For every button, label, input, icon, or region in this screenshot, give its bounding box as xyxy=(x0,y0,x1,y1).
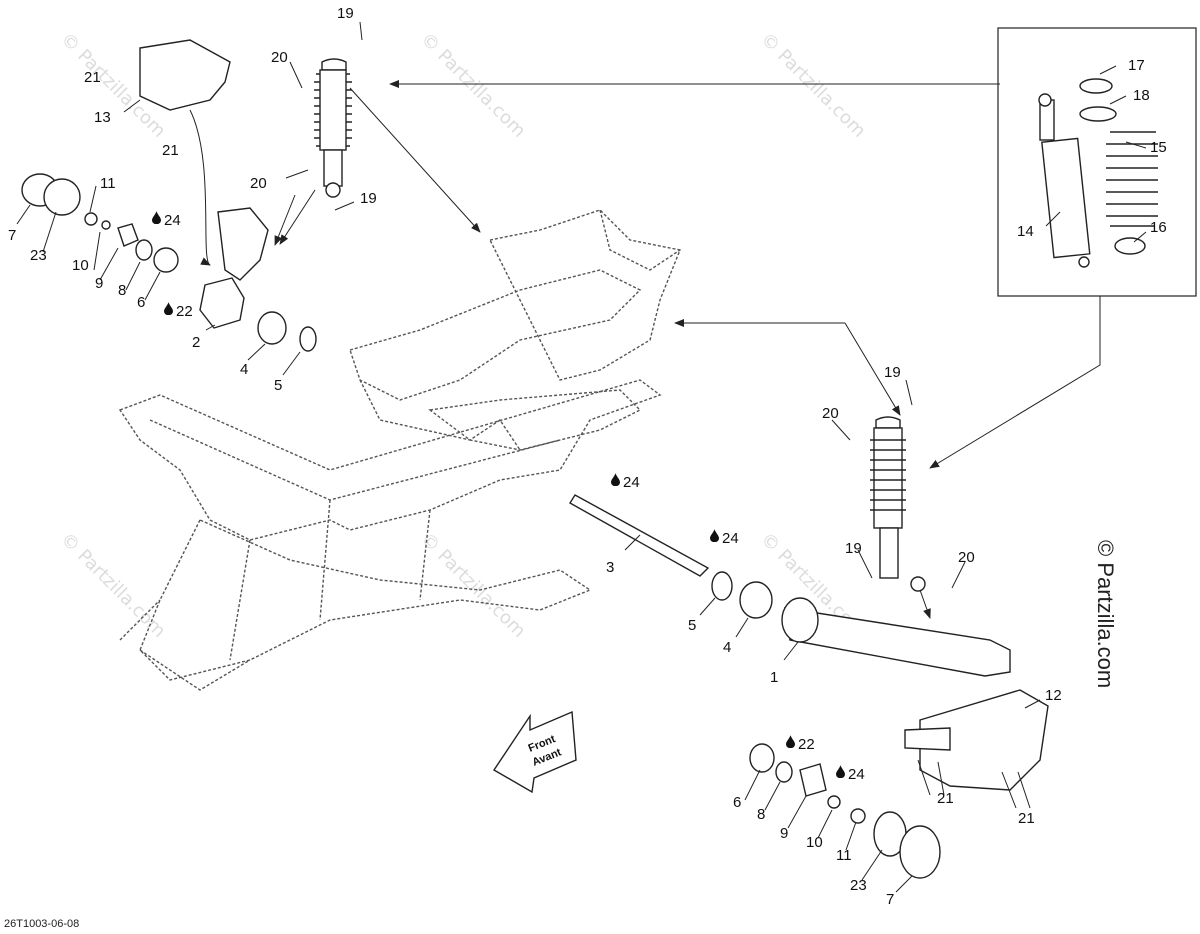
callout-6: 6 xyxy=(733,794,741,811)
front-direction-arrow: Front Avant xyxy=(493,710,577,794)
leader-lines xyxy=(16,21,1147,893)
callout-4: 4 xyxy=(723,639,731,656)
callout-20: 20 xyxy=(822,405,839,422)
lubricant-drop-icon xyxy=(836,765,845,778)
callout-5: 5 xyxy=(274,377,282,394)
callout-19: 19 xyxy=(884,364,901,381)
watermark: © Partzilla.com xyxy=(416,529,529,642)
callout-19: 19 xyxy=(845,540,862,557)
lubricant-drop-icon xyxy=(786,735,795,748)
callout-20: 20 xyxy=(271,49,288,66)
callout-8: 8 xyxy=(757,806,765,823)
vehicle-frame xyxy=(118,209,681,691)
callout-2: 2 xyxy=(192,334,200,351)
callout-12: 12 xyxy=(1045,687,1062,704)
callout-24: 24 xyxy=(848,766,865,783)
callout-5: 5 xyxy=(688,617,696,634)
callout-9: 9 xyxy=(95,275,103,292)
callout-11: 11 xyxy=(100,175,116,192)
callout-labels: 1 2 3 4 4 5 5 6 6 7 7 8 8 9 9 10 10 11 1… xyxy=(8,5,1167,908)
callout-13: 13 xyxy=(94,109,111,126)
callout-20: 20 xyxy=(958,549,975,566)
copyright-text: © Partzilla.com xyxy=(1093,540,1118,689)
shock-absorber-upper xyxy=(314,58,352,198)
callout-11: 11 xyxy=(836,847,852,864)
callout-24: 24 xyxy=(164,212,181,229)
right-pivot-assembly xyxy=(569,494,1049,879)
callout-24: 24 xyxy=(722,530,739,547)
callout-4: 4 xyxy=(240,361,248,378)
callout-23: 23 xyxy=(30,247,47,264)
callout-23: 23 xyxy=(850,877,867,894)
callout-6: 6 xyxy=(137,294,145,311)
callout-14: 14 xyxy=(1017,223,1034,240)
callout-10: 10 xyxy=(806,834,823,851)
callout-18: 18 xyxy=(1133,87,1150,104)
callout-17: 17 xyxy=(1128,57,1145,74)
callout-7: 7 xyxy=(886,891,894,908)
callout-3: 3 xyxy=(606,559,614,576)
left-pivot-assembly xyxy=(21,39,317,352)
callout-8: 8 xyxy=(118,282,126,299)
watermark: © Partzilla.com xyxy=(756,29,869,142)
lubricant-drop-icon xyxy=(152,211,161,224)
callout-24: 24 xyxy=(623,474,640,491)
callout-16: 16 xyxy=(1150,219,1167,236)
callout-21: 21 xyxy=(937,790,954,807)
callout-10: 10 xyxy=(72,257,89,274)
watermark: © Partzilla.com xyxy=(416,29,529,142)
callout-21: 21 xyxy=(162,142,179,159)
lubricant-drop-icon xyxy=(611,473,620,486)
watermark-group: © Partzilla.com © Partzilla.com © Partzi… xyxy=(56,29,869,642)
callout-22: 22 xyxy=(176,303,193,320)
shock-absorber-rear xyxy=(870,416,926,592)
watermark: © Partzilla.com xyxy=(56,529,169,642)
callout-9: 9 xyxy=(780,825,788,842)
callout-19: 19 xyxy=(360,190,377,207)
callout-22: 22 xyxy=(798,736,815,753)
lubricant-drop-icon xyxy=(164,302,173,315)
callout-1: 1 xyxy=(770,669,778,686)
assembly-arrows xyxy=(189,80,1101,619)
callout-21: 21 xyxy=(1018,810,1035,827)
lubricant-icons xyxy=(152,211,845,778)
callout-20: 20 xyxy=(250,175,267,192)
shock-detail-inset xyxy=(997,27,1197,297)
lubricant-drop-icon xyxy=(710,529,719,542)
callout-19: 19 xyxy=(337,5,354,22)
callout-21: 21 xyxy=(84,69,101,86)
callout-15: 15 xyxy=(1150,139,1167,156)
reference-code: 26T1003-06-08 xyxy=(4,918,80,930)
callout-7: 7 xyxy=(8,227,16,244)
